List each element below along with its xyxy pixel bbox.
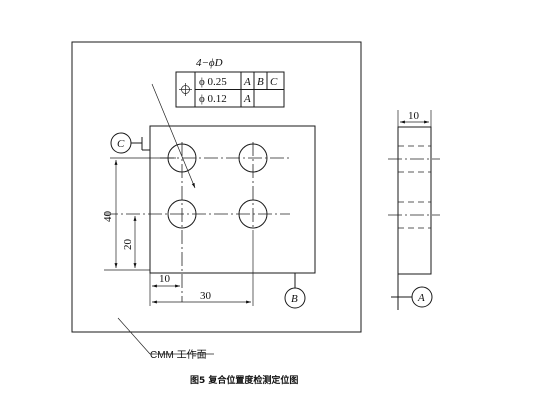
fcf-row1-datum-b: B <box>257 76 264 88</box>
dimension-30: 30 <box>152 230 254 306</box>
fcf-row2-tolerance: ϕ 0.12 <box>199 93 227 105</box>
dim-30-text: 30 <box>200 290 212 302</box>
position-tolerance-icon <box>179 83 192 96</box>
dim-10-text: 10 <box>159 273 171 285</box>
callout-leader <box>151 83 196 189</box>
cmm-label-leader <box>117 317 151 355</box>
fcf-row1-tolerance: ϕ 0.25 <box>199 76 227 88</box>
fcf-row1-datum-a: A <box>243 76 251 88</box>
side-thickness-text: 10 <box>408 110 420 122</box>
part-plate <box>149 125 316 274</box>
hole-group <box>104 142 290 302</box>
datum-b-symbol: B <box>284 272 306 309</box>
cmm-worktable-label: CMM 工作面 <box>150 349 207 361</box>
dimension-40: 40 <box>102 157 176 271</box>
feature-control-frame: ϕ 0.25 A B C ϕ 0.12 A <box>175 71 285 108</box>
datum-c-letter: C <box>117 138 125 150</box>
hole-count-label: 4−ϕD <box>196 57 223 69</box>
dim-20-text: 20 <box>122 239 134 251</box>
dimension-20: 20 <box>122 216 137 268</box>
dimension-10: 10 <box>149 273 180 306</box>
figure-caption: 图5 复合位置度检测定位图 <box>190 374 298 386</box>
datum-c-symbol: C <box>110 132 150 154</box>
datum-a-bubble <box>411 286 433 308</box>
side-view: 10 A <box>388 110 440 310</box>
datum-b-letter: B <box>291 293 298 305</box>
fcf-row1-datum-c: C <box>270 76 278 88</box>
cmm-table-outline <box>71 41 362 333</box>
dim-40-text: 40 <box>102 211 114 223</box>
datum-a-letter: A <box>417 292 425 304</box>
fcf-row2-datum-a: A <box>243 93 251 105</box>
